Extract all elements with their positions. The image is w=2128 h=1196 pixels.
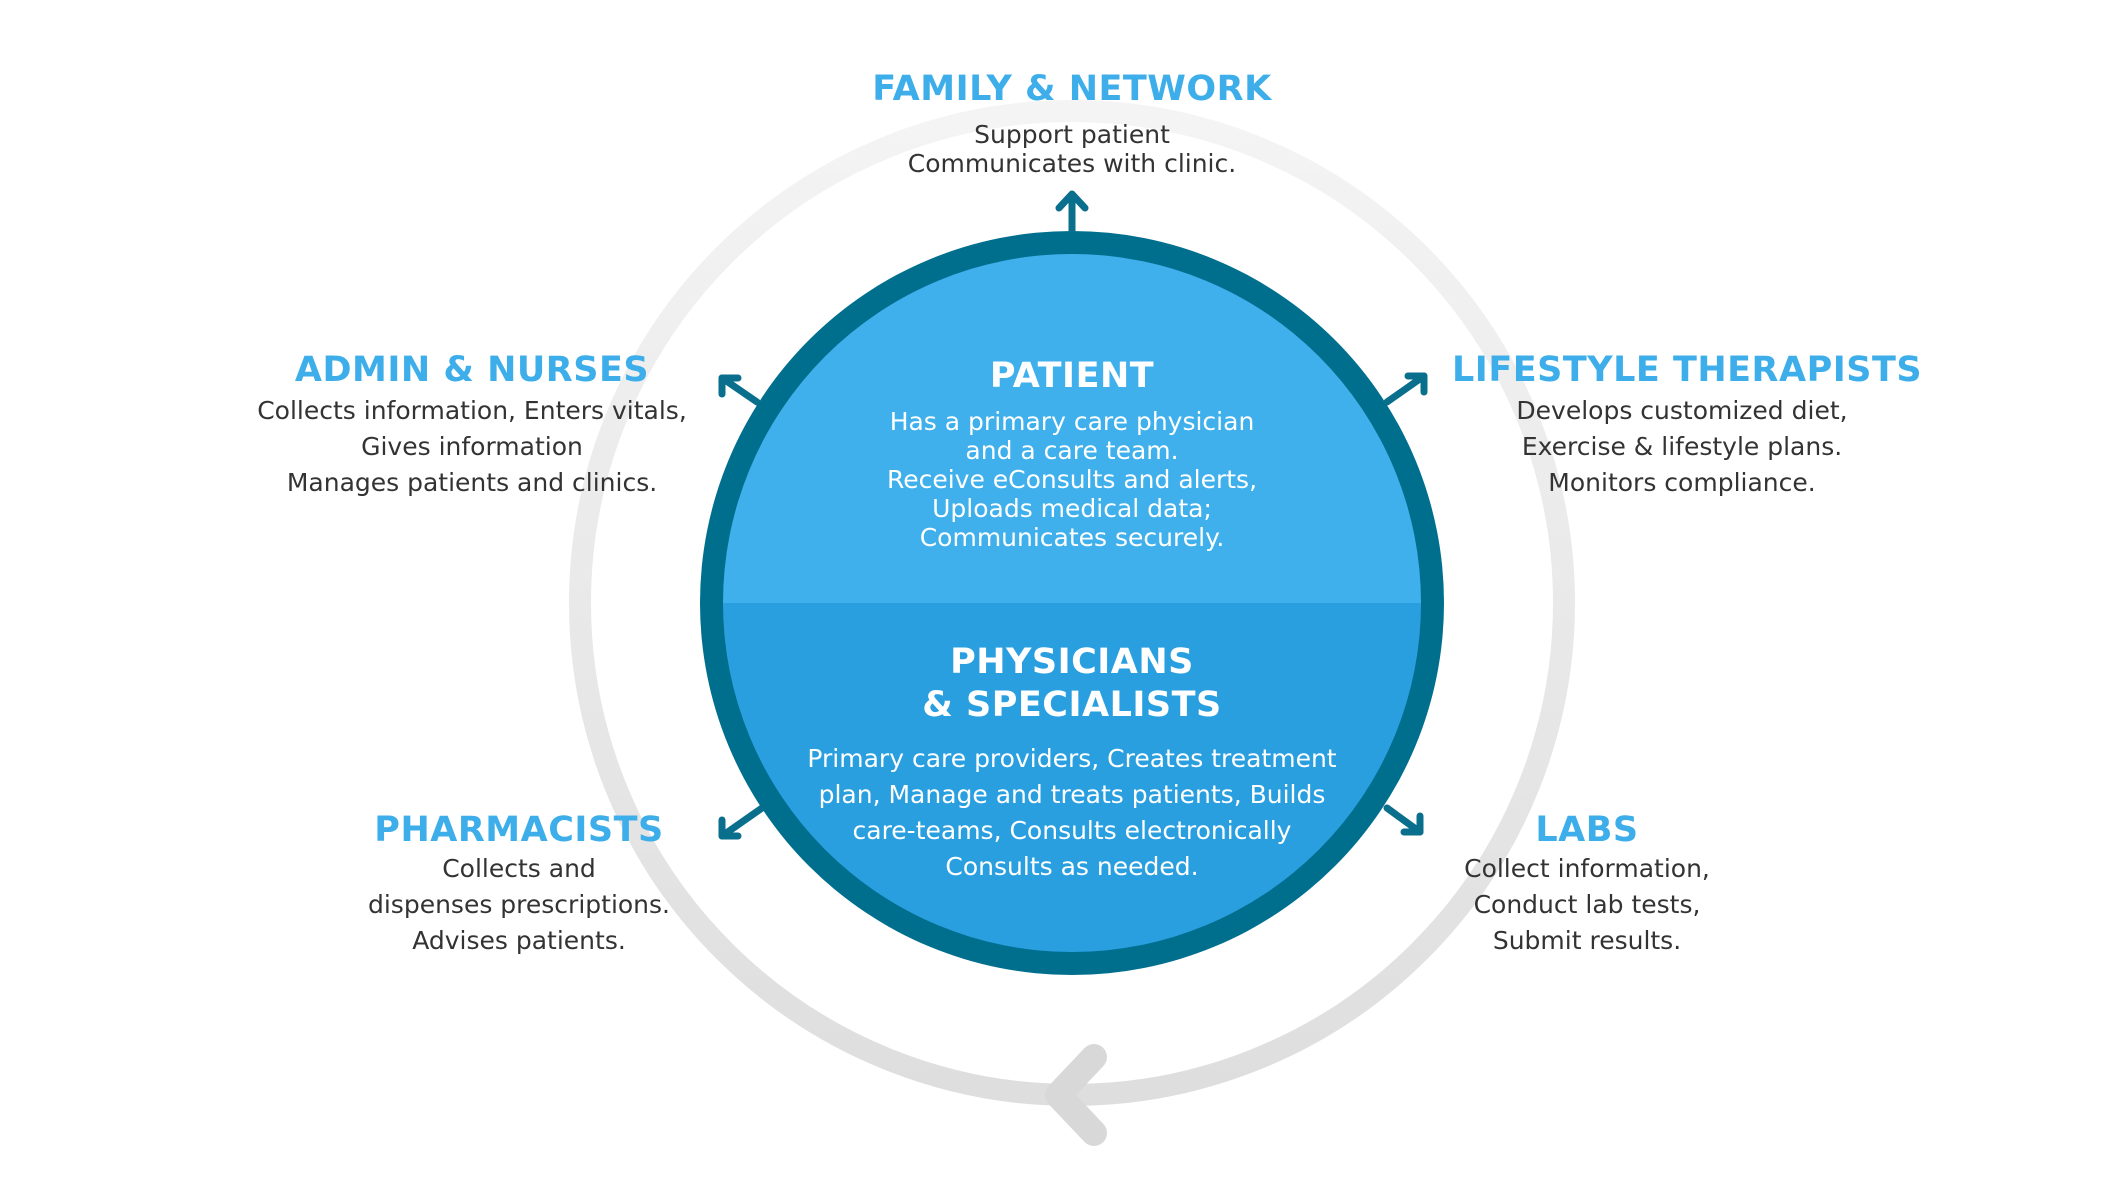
node-pharmacists: PHARMACISTS Collects and dispenses presc… — [339, 809, 699, 959]
physicians-title-line: & SPECIALISTS — [922, 685, 1222, 725]
node-desc-line: Communicates with clinic. — [907, 149, 1237, 178]
node-title: PHARMACISTS — [374, 810, 664, 850]
patient-desc-line: Communicates securely. — [919, 523, 1225, 552]
node-admin-nurses: ADMIN & NURSES Collects information, Ent… — [242, 349, 702, 501]
arrow-down-left-icon — [718, 804, 766, 840]
patient-desc-line: and a care team. — [965, 436, 1179, 465]
node-desc-line: Gives information — [361, 432, 583, 461]
physicians-desc-line: Consults as needed. — [945, 852, 1199, 881]
patient-title: PATIENT — [989, 356, 1155, 396]
node-desc-line: Conduct lab tests, — [1473, 890, 1701, 919]
node-title: LABS — [1535, 810, 1639, 850]
node-desc-line: Submit results. — [1492, 926, 1682, 955]
node-lifestyle-therapists: LIFESTYLE THERAPISTS Develops customized… — [1452, 349, 1923, 501]
patient-desc-line: Receive eConsults and alerts, — [886, 465, 1258, 494]
node-desc-line: Support patient — [974, 120, 1170, 149]
node-desc-line: Collects and — [442, 854, 596, 883]
arrow-up-right-icon — [1383, 372, 1428, 406]
patient-section: PATIENT Has a primary care physician and… — [822, 355, 1322, 552]
spoke-arrows — [718, 190, 1428, 840]
node-desc-line: Develops customized diet, — [1516, 396, 1848, 425]
node-desc-line: Manages patients and clinics. — [286, 468, 658, 497]
cycle-arrow-icon — [1045, 1044, 1107, 1146]
physicians-desc-line: plan, Manage and treats patients, Builds — [818, 780, 1326, 809]
arrow-up-icon — [1055, 190, 1089, 236]
physicians-desc-line: Primary care providers, Creates treatmen… — [807, 744, 1337, 773]
node-desc-line: Collects information, Enters vitals, — [257, 396, 687, 425]
arrow-down-right-icon — [1383, 804, 1424, 836]
patient-desc-line: Has a primary care physician — [889, 407, 1255, 436]
physicians-section: PHYSICIANS & SPECIALISTS Primary care pr… — [772, 641, 1372, 885]
node-desc-line: dispenses prescriptions. — [367, 890, 670, 919]
node-desc-line: Monitors compliance. — [1548, 468, 1816, 497]
patient-desc-line: Uploads medical data; — [932, 494, 1212, 523]
node-desc-line: Collect information, — [1464, 854, 1710, 883]
node-desc-line: Exercise & lifestyle plans. — [1521, 432, 1843, 461]
node-title: LIFESTYLE THERAPISTS — [1452, 350, 1923, 390]
physicians-title-line: PHYSICIANS — [950, 642, 1194, 682]
node-labs: LABS Collect information, Conduct lab te… — [1432, 809, 1742, 959]
node-desc-line: Advises patients. — [412, 926, 626, 955]
arrow-up-left-icon — [718, 374, 761, 406]
node-title: FAMILY & NETWORK — [872, 69, 1272, 109]
node-family-network: FAMILY & NETWORK Support patient Communi… — [822, 68, 1322, 178]
physicians-desc-line: care-teams, Consults electronically — [852, 816, 1292, 845]
node-title: ADMIN & NURSES — [294, 350, 650, 390]
